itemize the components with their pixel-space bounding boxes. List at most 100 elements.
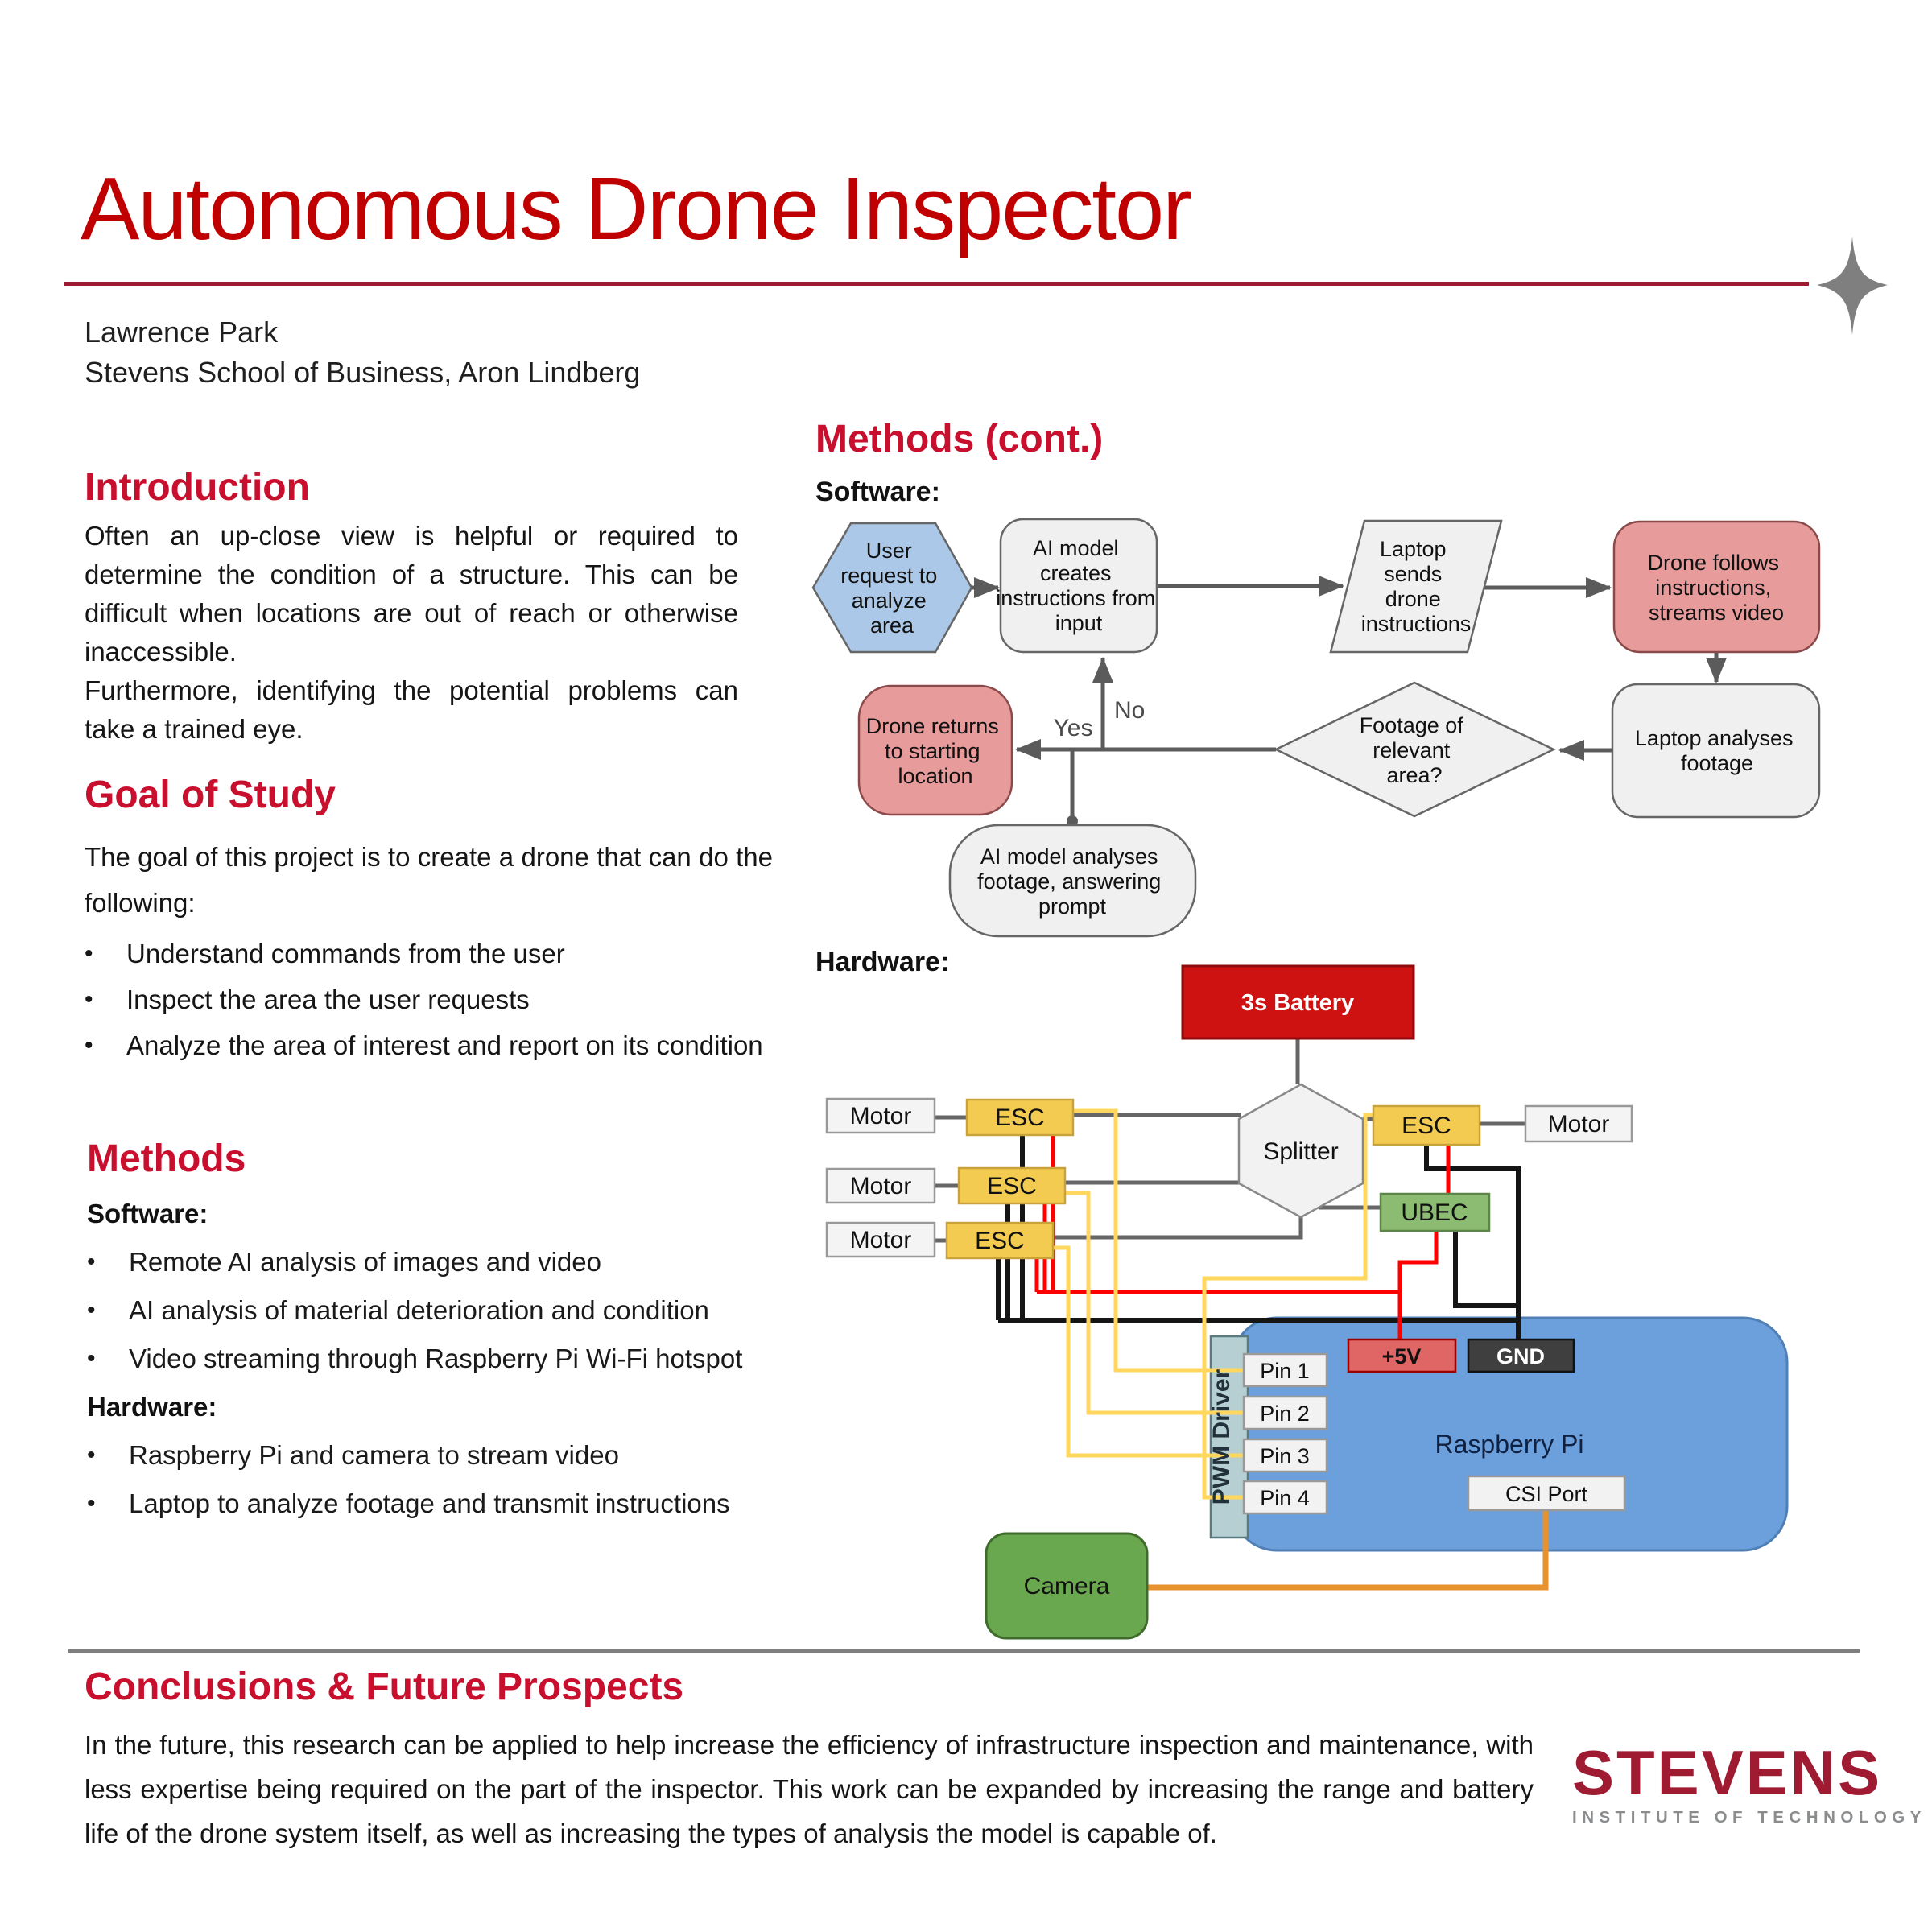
- methods-software-bullet: Video streaming through Raspberry Pi Wi-…: [129, 1344, 743, 1373]
- battery-node: 3s Battery: [1181, 964, 1415, 1040]
- methods-cont-hardware-label: Hardware:: [815, 947, 950, 977]
- node-label: AI model analyses footage, answering pro…: [977, 844, 1167, 919]
- goal-bullet: Understand commands from the user: [126, 939, 565, 968]
- methods-cont-heading: Methods (cont.): [815, 418, 1104, 460]
- goal-bullet: Inspect the area the user requests: [126, 985, 530, 1014]
- list-item: • Inspect the area the user requests: [85, 976, 773, 1022]
- edge-label-no: No: [1114, 697, 1145, 724]
- pin-label: Pin 2: [1260, 1402, 1310, 1426]
- methods-hardware-bullet: Raspberry Pi and camera to stream video: [129, 1440, 619, 1470]
- motor-node: Motor: [1524, 1104, 1633, 1143]
- csi-port-node: CSI Port: [1467, 1475, 1626, 1512]
- goal-intro: The goal of this project is to create a …: [85, 842, 773, 918]
- pin-node: Pin 1: [1242, 1352, 1328, 1388]
- node-laptop-analyses: Laptop analyses footage: [1611, 683, 1821, 819]
- wires: [935, 1038, 1549, 1591]
- motor-label: Motor: [850, 1103, 912, 1129]
- node-label: Laptop sends drone instructions: [1361, 537, 1472, 636]
- methods-software-bullet: Remote AI analysis of images and video: [129, 1247, 601, 1277]
- plus5v-node: +5V: [1347, 1338, 1457, 1373]
- goal-bullet: Analyze the area of interest and report …: [126, 1030, 763, 1060]
- page-title: Autonomous Drone Inspector: [80, 159, 1192, 258]
- methods-block: Software: • Remote AI analysis of images…: [87, 1190, 811, 1528]
- wire-yellow-pin3: [1053, 1245, 1244, 1458]
- motor-node: Motor: [825, 1221, 936, 1258]
- list-item: • AI analysis of material deterioration …: [87, 1286, 811, 1335]
- splitter-node: Splitter: [1237, 1083, 1364, 1219]
- wire-yellow-pin1: [1073, 1108, 1244, 1373]
- authors: Lawrence Park Stevens School of Business…: [85, 312, 640, 393]
- node-label: AI model creates instructions from input: [996, 536, 1162, 635]
- bullet-icon: •: [87, 1345, 96, 1372]
- node-user-request: User request to analyze area: [811, 522, 973, 654]
- list-item: • Understand commands from the user: [85, 931, 773, 976]
- node-footage-decision: Footage of relevant area?: [1274, 681, 1556, 818]
- esc-node: ESC: [957, 1166, 1067, 1205]
- node-drone-returns: Drone returns to starting location: [857, 684, 1013, 816]
- pin-label: Pin 4: [1260, 1486, 1310, 1510]
- hardware-diagram: 3s Battery Splitter Motor Motor Motor ES…: [825, 964, 1789, 1640]
- goal-block: The goal of this project is to create a …: [85, 834, 773, 1068]
- bullet-icon: •: [87, 1442, 96, 1468]
- node-label: Drone returns to starting location: [866, 714, 1005, 788]
- wire-red-ubec: [1397, 1231, 1439, 1292]
- conclusions-heading: Conclusions & Future Prospects: [85, 1666, 684, 1708]
- list-item: • Video streaming through Raspberry Pi W…: [87, 1335, 811, 1383]
- sparkle-icon: [1817, 237, 1888, 335]
- pin-label: Pin 3: [1260, 1444, 1310, 1468]
- csi-port-label: CSI Port: [1505, 1482, 1588, 1506]
- conclusions-text: In the future, this research can be appl…: [85, 1730, 1534, 1848]
- motor-label: Motor: [1548, 1111, 1610, 1137]
- esc-node: ESC: [945, 1221, 1055, 1260]
- stevens-logo: STEVENS INSTITUTE OF TECHNOLOGY: [1572, 1740, 1926, 1827]
- list-item: • Raspberry Pi and camera to stream vide…: [87, 1431, 811, 1480]
- esc-node: ESC: [965, 1098, 1075, 1137]
- wire-black-esc-gnd: [1424, 1145, 1521, 1341]
- esc-label: ESC: [1402, 1113, 1451, 1139]
- methods-software-bullet: AI analysis of material deterioration an…: [129, 1295, 709, 1325]
- camera-label: Camera: [1024, 1573, 1110, 1600]
- node-ai-creates: AI model creates instructions from input: [996, 518, 1162, 654]
- list-item: • Remote AI analysis of images and video: [87, 1238, 811, 1286]
- title-rule: [64, 282, 1809, 286]
- esc-label: ESC: [995, 1104, 1045, 1131]
- node-drone-follows: Drone follows instructions, streams vide…: [1612, 520, 1821, 654]
- edge-junction-dot: [1067, 815, 1078, 827]
- software-flowchart: Yes No User request to analyze area AI m…: [811, 518, 1821, 938]
- bullet-icon: •: [87, 1249, 96, 1275]
- motor-label: Motor: [850, 1227, 912, 1253]
- section-divider: [68, 1649, 1860, 1653]
- logo-subtitle: INSTITUTE OF TECHNOLOGY: [1572, 1808, 1926, 1827]
- node-label: Drone follows instructions, streams vide…: [1647, 551, 1785, 625]
- bullet-icon: •: [87, 1297, 96, 1323]
- node-laptop-sends: Laptop sends drone instructions: [1329, 519, 1503, 654]
- esc-label: ESC: [975, 1228, 1025, 1254]
- software-label: Software:: [87, 1199, 208, 1228]
- introduction-para1: Often an up-close view is helpful or req…: [85, 521, 738, 667]
- list-item: • Laptop to analyze footage and transmit…: [87, 1480, 811, 1528]
- author-name: Lawrence Park: [85, 316, 279, 349]
- bullet-icon: •: [85, 940, 93, 967]
- node-label: User request to analyze area: [840, 539, 943, 638]
- gnd-label: GND: [1496, 1344, 1545, 1368]
- list-item: • Analyze the area of interest and repor…: [85, 1022, 773, 1068]
- node-label: Footage of relevant area?: [1360, 713, 1470, 787]
- introduction-heading: Introduction: [85, 466, 310, 509]
- pwm-driver-label: PWM Driver: [1208, 1368, 1235, 1505]
- introduction-para2: Furthermore, identifying the potential p…: [85, 675, 738, 744]
- methods-cont-software-label: Software:: [815, 477, 940, 507]
- wire-esc-splitter: [1053, 1217, 1303, 1240]
- flowchart-edges: [972, 576, 1727, 825]
- bullet-icon: •: [85, 986, 93, 1013]
- pin-node: Pin 4: [1242, 1480, 1328, 1515]
- author-affiliation: Stevens School of Business, Aron Lindber…: [85, 356, 641, 389]
- motor-label: Motor: [850, 1173, 912, 1199]
- pin-label: Pin 1: [1260, 1359, 1310, 1383]
- plus5v-label: +5V: [1382, 1344, 1422, 1368]
- methods-hardware-bullet: Laptop to analyze footage and transmit i…: [129, 1488, 730, 1518]
- bullet-icon: •: [87, 1490, 96, 1517]
- esc-label: ESC: [987, 1173, 1037, 1199]
- goal-heading: Goal of Study: [85, 774, 336, 816]
- pin-node: Pin 3: [1242, 1438, 1328, 1473]
